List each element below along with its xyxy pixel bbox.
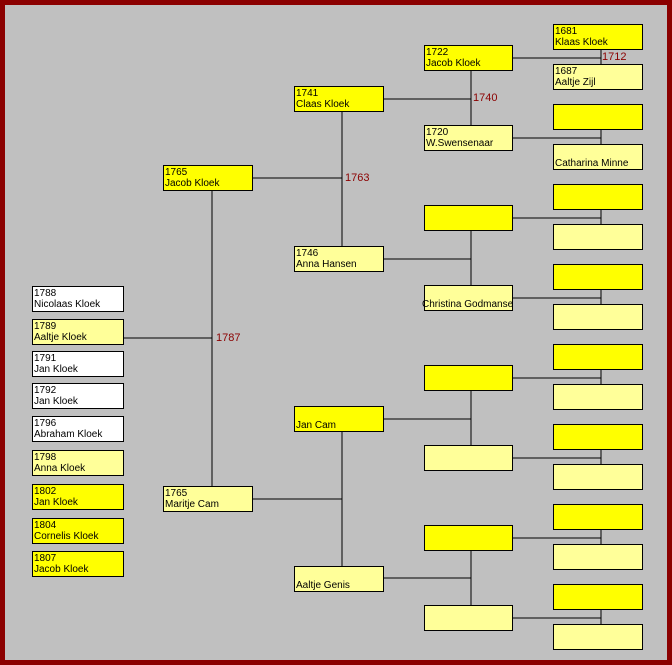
person-box-maternal-grandmother[interactable]: Aaltje Genis (294, 566, 384, 592)
child-box[interactable]: 1802 Jan Kloek (32, 484, 124, 510)
child-year: 1796 (34, 418, 57, 429)
person-name: Klaas Kloek (555, 37, 608, 48)
person-box-gen4[interactable]: 1687 Aaltje Zijl (553, 64, 643, 90)
child-box[interactable]: 1804 Cornelis Kloek (32, 518, 124, 544)
child-box[interactable]: 1788 Nicolaas Kloek (32, 286, 124, 312)
person-box-father[interactable]: 1765 Jacob Kloek (163, 165, 253, 191)
person-box-gen4[interactable]: Catharina Minne (553, 144, 643, 170)
child-name: Jan Kloek (34, 396, 78, 407)
person-box-paternal-grandfather[interactable]: 1741 Claas Kloek (294, 86, 384, 112)
person-box-gen3[interactable] (424, 205, 513, 231)
person-name: Jan Cam (296, 420, 337, 431)
person-name: Aaltje Zijl (555, 77, 596, 88)
person-name: Catharina Minne (555, 158, 629, 169)
child-year: 1789 (34, 321, 57, 332)
person-name: Aaltje Genis (296, 580, 350, 591)
child-box[interactable]: 1796 Abraham Kloek (32, 416, 124, 442)
person-name: Maritje Cam (165, 499, 219, 510)
person-box-gen4[interactable] (553, 424, 643, 450)
person-box-gen4[interactable] (553, 184, 643, 210)
person-box-gen3[interactable]: 1720 W.Swensenaar (424, 125, 513, 151)
person-name: Jacob Kloek (165, 178, 220, 189)
child-name: Cornelis Kloek (34, 531, 99, 542)
child-box[interactable]: 1789 Aaltje Kloek (32, 319, 124, 345)
child-year: 1791 (34, 353, 57, 364)
marriage-year: 1787 (216, 332, 241, 344)
child-box[interactable]: 1792 Jan Kloek (32, 383, 124, 409)
person-year: 1765 (165, 488, 188, 499)
person-year: 1681 (555, 26, 578, 37)
child-box[interactable]: 1798 Anna Kloek (32, 450, 124, 476)
marriage-year: 1712 (602, 51, 627, 63)
person-year: 1765 (165, 167, 188, 178)
person-year: 1722 (426, 47, 449, 58)
child-box[interactable]: 1807 Jacob Kloek (32, 551, 124, 577)
person-year: 1741 (296, 88, 319, 99)
child-name: Jan Kloek (34, 497, 78, 508)
person-box-gen4[interactable] (553, 104, 643, 130)
person-box-gen4[interactable] (553, 584, 643, 610)
person-box-gen4[interactable] (553, 264, 643, 290)
person-year: 1720 (426, 127, 449, 138)
child-year: 1792 (34, 385, 57, 396)
child-name: Aaltje Kloek (34, 332, 87, 343)
child-name: Abraham Kloek (34, 429, 103, 440)
person-box-gen3[interactable] (424, 605, 513, 631)
child-name: Nicolaas Kloek (34, 299, 101, 310)
child-year: 1804 (34, 520, 57, 531)
person-box-gen4[interactable] (553, 464, 643, 490)
person-name: W.Swensenaar (426, 138, 494, 149)
person-box-gen3[interactable] (424, 525, 513, 551)
person-name: Anna Hansen (296, 259, 357, 270)
person-box-gen3[interactable] (424, 445, 513, 471)
person-box-gen4[interactable] (553, 544, 643, 570)
person-box-gen3[interactable]: Christina Godmanse (422, 285, 514, 311)
person-box-paternal-grandmother[interactable]: 1746 Anna Hansen (294, 246, 384, 272)
child-name: Jan Kloek (34, 364, 78, 375)
child-year: 1798 (34, 452, 57, 463)
person-box-gen3[interactable] (424, 365, 513, 391)
child-year: 1807 (34, 553, 57, 564)
person-box-mother[interactable]: 1765 Maritje Cam (163, 486, 253, 512)
child-name: Jacob Kloek (34, 564, 89, 575)
person-box-gen4[interactable]: 1681 Klaas Kloek (553, 24, 643, 50)
person-name: Christina Godmanse (422, 299, 514, 310)
person-box-gen4[interactable] (553, 384, 643, 410)
person-name: Jacob Kloek (426, 58, 481, 69)
person-box-gen4[interactable] (553, 224, 643, 250)
child-box[interactable]: 1791 Jan Kloek (32, 351, 124, 377)
person-box-gen4[interactable] (553, 504, 643, 530)
person-box-gen4[interactable] (553, 624, 643, 650)
marriage-year: 1763 (345, 172, 370, 184)
connector-lines (124, 50, 602, 624)
person-box-maternal-grandfather[interactable]: Jan Cam (294, 406, 384, 432)
child-year: 1788 (34, 288, 57, 299)
person-box-gen3[interactable]: 1722 Jacob Kloek (424, 45, 513, 71)
person-box-gen4[interactable] (553, 304, 643, 330)
child-name: Anna Kloek (34, 463, 86, 474)
person-box-gen4[interactable] (553, 344, 643, 370)
marriage-year: 1740 (473, 92, 498, 104)
person-year: 1687 (555, 66, 578, 77)
person-year: 1746 (296, 248, 319, 259)
child-year: 1802 (34, 486, 57, 497)
person-name: Claas Kloek (296, 99, 350, 110)
